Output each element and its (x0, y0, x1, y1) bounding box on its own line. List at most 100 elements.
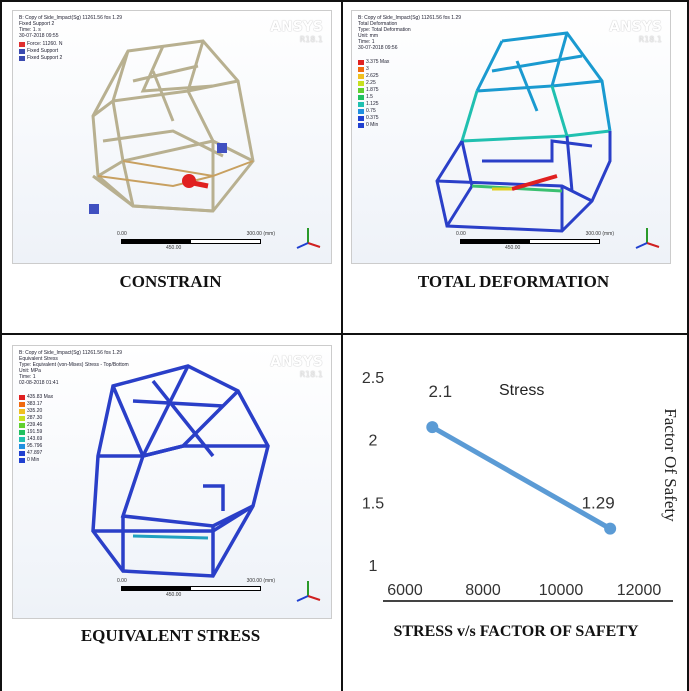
legend-item: 2.625 (358, 73, 389, 80)
legend-value: 1.875 (366, 87, 379, 93)
legend-value: 143.69 (27, 436, 43, 442)
y-tick-label: 1.5 (362, 495, 384, 512)
legend-item: 47.897 (19, 450, 53, 457)
legend-swatch (358, 88, 364, 93)
legend-swatch (358, 109, 364, 114)
legend-value: 239.46 (27, 422, 43, 428)
legend-swatch (358, 123, 364, 128)
stress-panel: B: Copy of Side_Impact(Sg) 11261.56 fos … (0, 335, 341, 691)
legend-swatch (358, 74, 364, 79)
deformation-panel: B: Copy of Side_Impact(Sg) 11261.56 fos … (343, 0, 689, 333)
legend-item: 1.875 (358, 87, 389, 94)
brand-text: ANSYS (609, 19, 662, 35)
constrain-frame-model (89, 39, 255, 214)
legend-item: 3.375 Max (358, 59, 389, 66)
data-label: 2.1 (428, 382, 452, 401)
deformation-caption: TOTAL DEFORMATION (417, 272, 610, 291)
constrain-legend: Force: 11260. N Fixed Support Fixed Supp… (19, 41, 62, 62)
legend-item: Fixed Support 2 (19, 55, 62, 62)
legend-item: 143.69 (19, 436, 53, 443)
legend-value: 335.20 (27, 408, 43, 414)
legend-swatch (19, 451, 25, 456)
legend-value: 0.375 (366, 115, 379, 121)
legend-item: Force: 11260. N (19, 41, 62, 48)
deformation-frame-model (435, 31, 612, 233)
series-line (431, 424, 612, 531)
legend-value: 95.796 (27, 443, 43, 449)
legend-item: 2.25 (358, 80, 389, 87)
series-label: Stress (499, 382, 544, 399)
legend-item: 239.46 (19, 422, 53, 429)
constrain-caption: CONSTRAIN (119, 272, 222, 291)
legend-swatch (19, 409, 25, 414)
legend-value: 0.75 (366, 108, 376, 114)
brand-text: ANSYS (270, 19, 323, 35)
legend-value: 0 Min (366, 122, 379, 128)
legend-item: 435.83 Max (19, 394, 53, 401)
axis-triad-icon (635, 228, 660, 249)
legend-value: 1.5 (366, 94, 373, 100)
legend-item: 1.125 (358, 101, 389, 108)
grid-divider-horizontal (0, 333, 689, 335)
legend-value: 287.30 (27, 415, 43, 421)
legend-item: 0.75 (358, 108, 389, 115)
x-tick-label: 12000 (617, 582, 662, 599)
deformation-scale-bar: 0.00 300.00 (mm) 450.00 (456, 231, 614, 251)
legend-item: Fixed Support (19, 48, 62, 55)
legend-value: 2.25 (366, 80, 376, 86)
legend-swatch (358, 60, 364, 65)
legend-swatch (19, 430, 25, 435)
legend-item: 383.17 (19, 401, 53, 408)
legend-swatch (19, 458, 25, 463)
grid-border-left (0, 0, 2, 691)
legend-swatch (19, 437, 25, 442)
legend-value: 435.83 Max (27, 394, 54, 400)
data-point (604, 522, 617, 535)
data-label: 1.29 (582, 494, 615, 513)
stress-scale-bar: 0.00 300.00 (mm) 450.00 (117, 578, 275, 598)
stress-screenshot: B: Copy of Side_Impact(Sg) 11261.56 fos … (12, 345, 332, 619)
legend-item: 335.20 (19, 408, 53, 415)
legend-swatch (19, 444, 25, 449)
legend-item: 0.375 (358, 115, 389, 122)
legend-value: 1.125 (366, 101, 379, 107)
legend-item: 0 Min (19, 457, 53, 464)
version-text: R18.1 (638, 35, 662, 44)
y-tick-label: 2 (369, 433, 378, 450)
constrain-scale-bar: 0.00 300.00 (mm) 450.00 (117, 231, 275, 251)
deformation-screenshot: B: Copy of Side_Impact(Sg) 11261.56 fos … (351, 10, 671, 264)
constrain-screenshot: B: Copy of Side_Impact(Sg) 11261.56 fos … (12, 10, 332, 264)
deformation-header: B: Copy of Side_Impact(Sg) 11261.56 fos … (358, 15, 462, 51)
legend-swatch (358, 67, 364, 72)
constrain-header: B: Copy of Side_Impact(Sg) 11261.56 fos … (19, 15, 123, 39)
legend-swatch (358, 81, 364, 86)
legend-item: 95.796 (19, 443, 53, 450)
y-tick-label: 2.5 (362, 370, 384, 387)
legend-swatch (358, 116, 364, 121)
grid-divider-vertical (341, 0, 343, 691)
grid-border-top (0, 0, 689, 2)
legend-swatch (19, 395, 25, 400)
y-tick-label: 1 (369, 558, 378, 575)
legend-value: 191.59 (27, 429, 43, 435)
stress-header: B: Copy of Side_Impact(Sg) 11261.56 fos … (19, 350, 129, 386)
legend-value: 2.625 (366, 73, 379, 79)
legend-value: 0 Min (27, 457, 40, 463)
legend-swatch (19, 416, 25, 421)
chart-caption: STRESS v/s FACTOR OF SAFETY (393, 623, 639, 640)
legend-value: 3 (366, 66, 369, 72)
legend-swatch (358, 95, 364, 100)
axis-triad-icon (296, 228, 321, 249)
legend-item: 3 (358, 66, 389, 73)
legend-value: 383.17 (27, 401, 43, 407)
grid-border-right (687, 0, 689, 691)
legend-item: 0 Min (358, 122, 389, 129)
brand-text: ANSYS (270, 354, 323, 370)
axis-triad-icon (296, 581, 321, 602)
